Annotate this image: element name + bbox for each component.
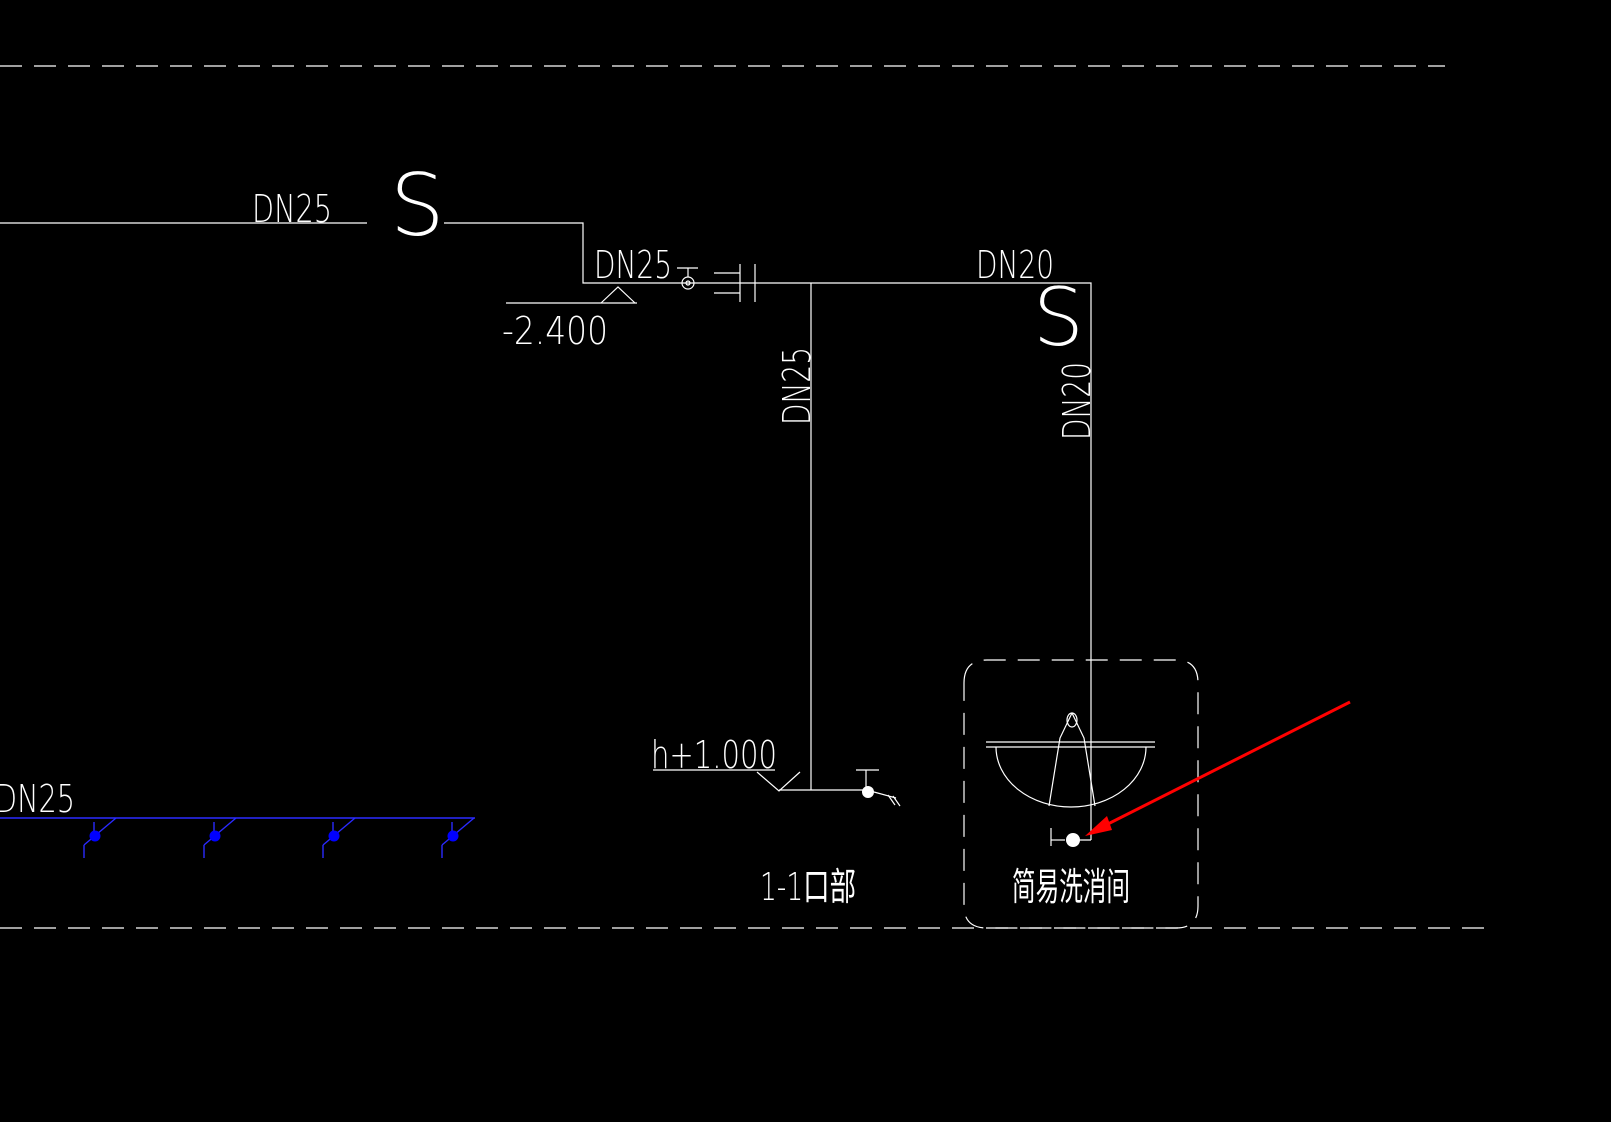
sprinkler-head-icon [322,817,356,858]
label-pipe-top-left: DN25 [252,187,332,231]
sprinkler-head-icon [203,817,237,858]
elevation-bottom-label: h+1.000 [651,733,777,777]
sprinkler-head-icon [441,817,475,858]
trap-symbol-top: S [390,156,445,256]
washroom-boundary [963,659,1199,929]
elevation-marker-top: -2.400 [502,286,637,353]
pipe-union-icon [714,264,756,302]
gate-valve-icon [677,267,698,290]
label-pipe-upper-right: DN20 [976,243,1054,287]
label-riser-left: DN25 [775,347,819,425]
elevation-marker-bottom: h+1.000 [651,733,801,792]
label-pipe-upper-mid: DN25 [594,243,672,287]
label-riser-right: DN20 [1055,362,1099,440]
red-arrow-icon [1085,700,1351,836]
section-label: 1-1口部 [760,865,856,909]
elevation-top-label: -2.400 [502,309,608,353]
label-pipe-bottom-left: DN25 [0,777,75,821]
faucet-icon [856,769,901,807]
trap-symbol-right: S [1033,271,1084,364]
room-label: 简易洗消间 [1012,865,1130,909]
supply-pipe-step [444,222,1092,645]
sprinkler-head-icon [83,817,117,858]
washbasin-icon [986,645,1155,847]
